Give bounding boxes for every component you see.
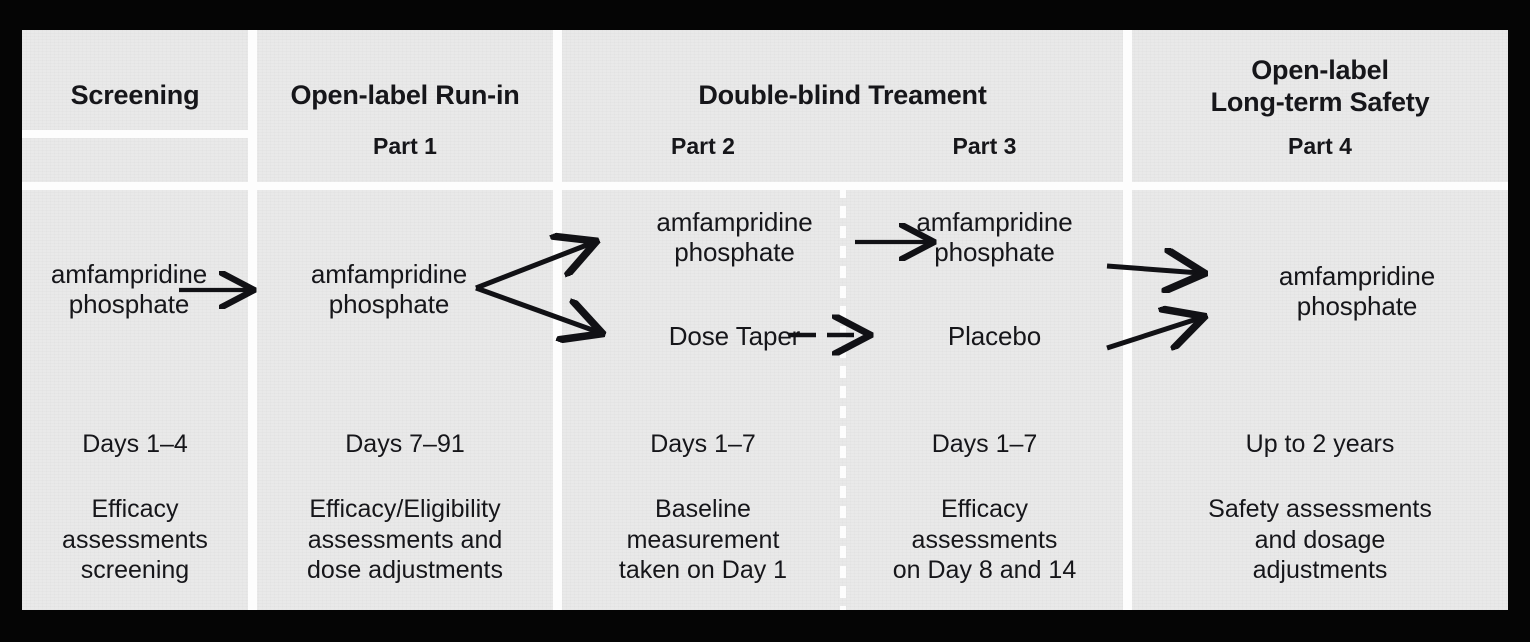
assessments-part2-line3: taken on Day 1 bbox=[618, 556, 788, 584]
assessments-part2-line1: Baseline bbox=[655, 495, 751, 523]
header-screening: Screening bbox=[70, 80, 200, 110]
assessments-part4-line3: adjustments bbox=[1252, 556, 1388, 584]
assessments-part2-line2: measurement bbox=[626, 525, 780, 554]
header-long-term-safety-line2: Long-term Safety bbox=[1210, 87, 1430, 117]
assessments-part4-line2: and dosage bbox=[1254, 525, 1386, 554]
header-body-divider bbox=[22, 182, 1508, 190]
flow-screening-drug-line2: phosphate bbox=[68, 288, 190, 319]
flow-part2-amfampridine: amfampridine phosphate bbox=[622, 207, 847, 267]
header-part-1: Part 1 bbox=[373, 133, 437, 159]
flow-part2-amfampridine-line2: phosphate bbox=[674, 236, 795, 267]
duration-part2: Days 1–7 bbox=[650, 430, 756, 458]
header-part-3: Part 3 bbox=[952, 133, 1017, 159]
flow-part3-amfampridine-line2: phosphate bbox=[934, 236, 1055, 267]
duration-screening: Days 1–4 bbox=[82, 430, 188, 458]
header-open-label-run-in: Open-label Run-in bbox=[290, 80, 520, 110]
flow-part2-dose-taper: Dose Taper bbox=[668, 321, 801, 351]
assessments-run-in-line2: assessments and bbox=[307, 525, 503, 554]
flow-part4-drug-line1: amfampridine bbox=[1278, 261, 1436, 291]
assessments-part2: Baseline measurement taken on Day 1 bbox=[562, 494, 844, 586]
column-divider-2 bbox=[553, 30, 562, 610]
duration-part4: Up to 2 years bbox=[1245, 430, 1395, 458]
assessments-part4-line1: Safety assessments bbox=[1208, 495, 1432, 523]
flow-part3-placebo: Placebo bbox=[947, 321, 1042, 351]
flow-runin-drug-line2: phosphate bbox=[328, 288, 450, 319]
assessments-run-in: Efficacy/Eligibility assessments and dos… bbox=[257, 494, 553, 586]
flow-screening-drug-line1: amfampridine bbox=[50, 259, 208, 289]
figure-paper-canvas: Screening Open-label Run-in Part 1 Doubl… bbox=[22, 30, 1508, 610]
header-long-term-safety-line1: Open-label bbox=[1251, 55, 1389, 85]
header-part-2: Part 2 bbox=[671, 133, 735, 159]
assessments-screening-line1: Efficacy bbox=[91, 495, 179, 523]
assessments-screening-line3: screening bbox=[80, 556, 190, 584]
assessments-part3-line2: assessments bbox=[911, 525, 1058, 554]
assessments-run-in-line1: Efficacy/Eligibility bbox=[309, 495, 501, 523]
arrow-part3-amfampridine-to-part4 bbox=[1106, 266, 1200, 273]
arrow-placebo-to-part4 bbox=[1106, 318, 1200, 348]
header-part-4: Part 4 bbox=[1288, 133, 1352, 159]
flow-part4-drug-line2: phosphate bbox=[1296, 290, 1418, 321]
header-part-divider-left bbox=[22, 130, 248, 138]
column-divider-1 bbox=[248, 30, 257, 610]
flow-runin-drug-line1: amfampridine bbox=[310, 259, 468, 289]
flow-part3-amfampridine: amfampridine phosphate bbox=[882, 207, 1107, 267]
column-divider-3 bbox=[1123, 30, 1132, 610]
assessments-part3-line3: on Day 8 and 14 bbox=[892, 556, 1077, 584]
flow-part4-drug: amfampridine phosphate bbox=[1212, 261, 1502, 321]
assessments-screening-line2: assessments bbox=[62, 525, 208, 554]
flow-runin-drug: amfampridine phosphate bbox=[260, 259, 518, 319]
assessments-screening: Efficacy assessments screening bbox=[22, 494, 248, 586]
assessments-part3-line1: Efficacy bbox=[940, 495, 1029, 523]
part2-part3-dashed-divider bbox=[840, 186, 846, 610]
assessments-part3: Efficacy assessments on Day 8 and 14 bbox=[846, 494, 1123, 586]
header-double-blind-treatment: Double-blind Treament bbox=[698, 80, 987, 110]
assessments-part4: Safety assessments and dosage adjustment… bbox=[1132, 494, 1508, 586]
assessments-run-in-line3: dose adjustments bbox=[307, 556, 503, 584]
duration-run-in: Days 7–91 bbox=[345, 430, 465, 458]
flow-part2-amfampridine-line1: amfampridine bbox=[656, 207, 813, 237]
duration-part3: Days 1–7 bbox=[931, 430, 1038, 458]
flow-part3-amfampridine-line1: amfampridine bbox=[916, 207, 1073, 237]
flow-screening-drug: amfampridine phosphate bbox=[22, 259, 236, 319]
